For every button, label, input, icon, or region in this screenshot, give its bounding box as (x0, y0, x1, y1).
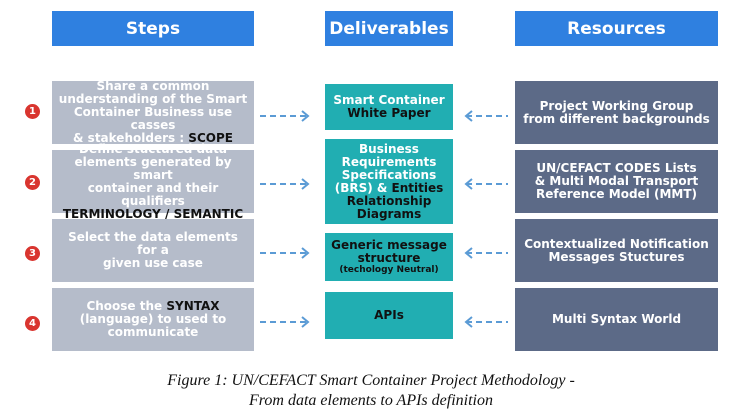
resource-2-line-3: Reference Model (MMT) (535, 187, 697, 201)
step-number-4: 4 (25, 316, 40, 331)
arrow-step-2-to-deliverable (260, 178, 310, 190)
figure-caption-line-1: Figure 1: UN/CEFACT Smart Container Proj… (167, 372, 575, 389)
resources-header: Resources (515, 11, 718, 46)
deliverable-2-line-4-text: (BRS) & (334, 180, 392, 195)
deliverable-2-box: Business Requirements Specifications (BR… (325, 139, 453, 224)
step-2-box: Define stuctured data elements generated… (52, 142, 254, 220)
figure-caption: Figure 1: UN/CEFACT Smart Container Proj… (0, 371, 742, 411)
step-3-line-2: given use case (103, 256, 203, 270)
syntax-label: SYNTAX (166, 299, 220, 313)
step-3-line-1: Select the data elements for a (68, 230, 238, 257)
resource-3-box: Contextualized Notification Messages Stu… (515, 219, 718, 282)
deliverable-1-box: Smart Container White Paper (325, 84, 453, 130)
terminology-semantic-label: TERMINOLOGY / SEMANTIC (62, 206, 244, 221)
deliverable-2-line-1: Business (359, 141, 419, 156)
arrow-resource-2-to-deliverable (464, 178, 508, 190)
step-4-box: Choose the SYNTAX (language) to used to … (52, 288, 254, 351)
step-1-line-4: & stakeholders : SCOPE (73, 132, 233, 145)
deliverables-header: Deliverables (325, 11, 453, 46)
deliverable-2-entities: Entities (391, 180, 444, 195)
step-4-line-2: (language) to used to (79, 312, 227, 326)
arrow-step-3-to-deliverable (260, 247, 310, 259)
step-2-line-1: Define stuctured data (78, 141, 227, 156)
step-number-1: 1 (25, 104, 40, 119)
resource-1-line-1: Project Working Group (539, 98, 694, 113)
step-1-line-4-text: & stakeholders : (73, 131, 189, 145)
deliverable-2-line-6: Diagrams (356, 206, 422, 221)
deliverable-2-line-2: Requirements (341, 154, 437, 169)
arrow-step-1-to-deliverable (260, 110, 310, 122)
step-4-line-1-text: Choose the (86, 299, 167, 313)
deliverable-1-line-1: Smart Container (333, 93, 445, 107)
resource-4-line-1: Multi Syntax World (551, 312, 682, 326)
step-number-2: 2 (25, 175, 40, 190)
step-1-line-2: understanding of the Smart (58, 92, 248, 106)
deliverable-3-note: (techology Neutral) (339, 264, 439, 275)
arrow-resource-3-to-deliverable (464, 247, 508, 259)
step-4-line-1: Choose the SYNTAX (86, 300, 219, 313)
arrow-step-4-to-deliverable (260, 316, 310, 328)
figure-caption-line-2: From data elements to APIs definition (249, 392, 493, 409)
deliverable-3-box: Generic message structure (techology Neu… (325, 233, 453, 281)
step-1-line-1: Share a common (96, 79, 210, 93)
scope-label: SCOPE (188, 131, 233, 145)
step-1-box: Share a common understanding of the Smar… (52, 79, 254, 145)
deliverable-4-box: APIs (325, 292, 453, 339)
deliverable-3-line-2: structure (357, 250, 421, 265)
resource-3-line-1: Contextualized Notification (524, 236, 709, 251)
deliverable-4-line-1: APIs (374, 308, 404, 322)
deliverable-2-line-3: Specifications (341, 167, 437, 182)
deliverable-2-line-5: Relationship (346, 193, 432, 208)
resource-1-box: Project Working Group from different bac… (515, 81, 718, 144)
arrow-resource-1-to-deliverable (464, 110, 508, 122)
step-1-line-3: Container Business use casses (73, 105, 233, 132)
deliverable-3-line-1: Generic message (331, 237, 447, 252)
step-4-line-3: communicate (107, 325, 199, 339)
steps-header: Steps (52, 11, 254, 46)
deliverable-1-line-2: White Paper (347, 106, 431, 120)
resource-2-line-1: UN/CEFACT CODES Lists (536, 161, 697, 175)
step-2-line-3: container and their qualifiers (87, 180, 219, 208)
resource-2-line-2: & Multi Modal Transport (534, 174, 699, 188)
step-2-line-2: elements generated by smart (74, 154, 232, 182)
resource-1-line-2: from different backgrounds (523, 111, 710, 126)
step-number-3: 3 (25, 246, 40, 261)
step-3-box: Select the data elements for a given use… (52, 219, 254, 282)
resource-3-line-2: Messages Stuctures (548, 249, 685, 264)
resource-2-box: UN/CEFACT CODES Lists & Multi Modal Tran… (515, 150, 718, 213)
deliverable-2-line-4: (BRS) & Entities (334, 180, 444, 195)
arrow-resource-4-to-deliverable (464, 316, 508, 328)
resource-4-box: Multi Syntax World (515, 288, 718, 351)
